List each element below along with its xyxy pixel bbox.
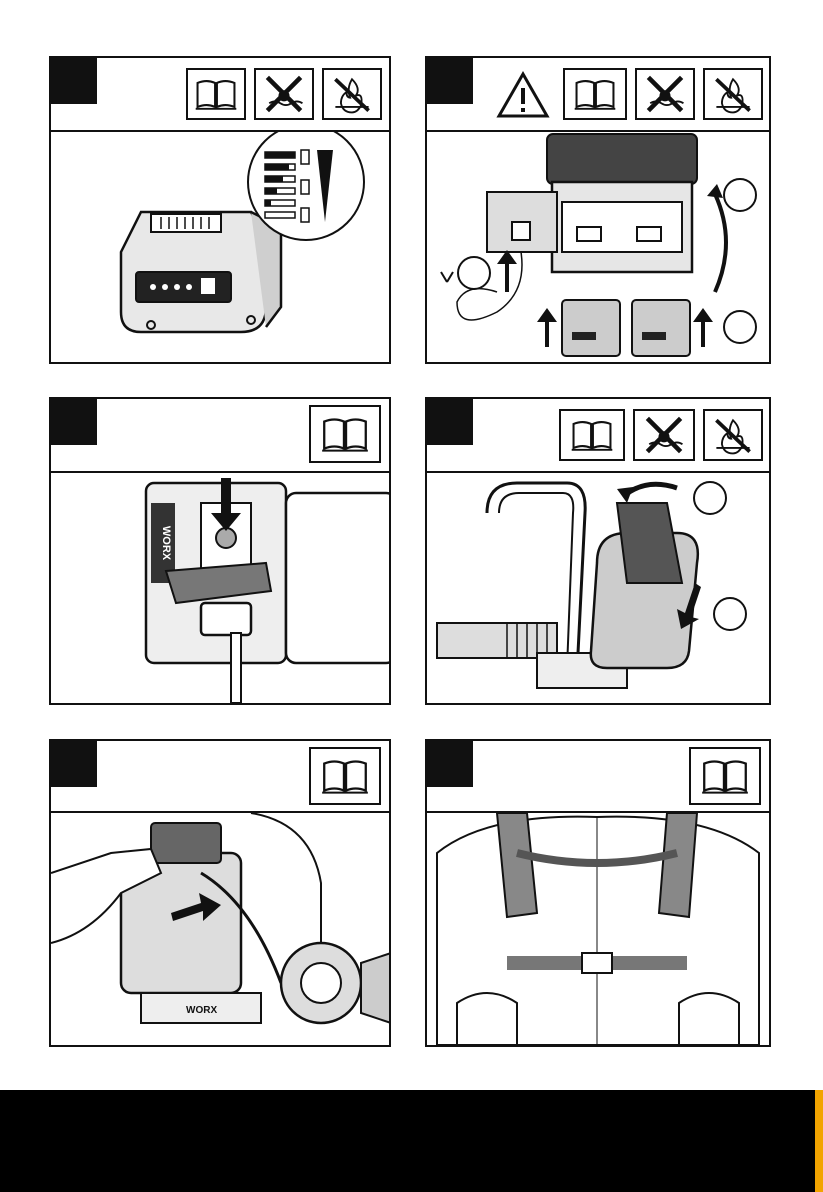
step-panel-4 [425,397,771,705]
callout-circle [693,481,727,515]
read-manual-icon [186,68,246,120]
arrow-up-icon [497,250,517,292]
do-not-expose-to-rain-icon [254,68,314,120]
rotate-arrow-icon [617,484,677,503]
hand-right [679,993,739,1045]
power-connector-illustration: WORX [51,473,389,703]
do-not-burn-icon [703,68,763,120]
panel-6-header [427,741,769,813]
battery-pack-left-drawing [562,300,620,356]
harness-straps-illustration [427,813,769,1045]
step-panel-3: WORX [49,397,391,705]
blower-tube-connect-illustration: WORX [51,813,389,1045]
arrow-up-icon [537,308,557,347]
arrow-up-icon [693,308,713,347]
panel-1-header [51,58,389,132]
hand-left [457,993,517,1045]
step-number-6 [427,741,473,787]
brand-logo: WORX [186,1005,217,1016]
panel-5-header [51,741,389,813]
battery-pack-drawing [121,212,281,332]
callout-circle [723,178,757,212]
step-panel-2 [425,56,771,364]
callout-circle [713,597,747,631]
step-number-1 [51,58,97,104]
footer-accent-edge [815,1090,823,1192]
step-number-2 [427,58,473,104]
read-manual-icon [309,405,381,463]
step-number-4 [427,399,473,445]
step-number-3 [51,399,97,445]
callout-circle [457,256,491,290]
read-manual-icon [563,68,627,120]
read-manual-icon [559,409,625,461]
warning-triangle-icon [495,68,551,120]
step-panel-1 [49,56,391,364]
svg-text:WORX: WORX [160,526,172,561]
panel-2-header [427,58,769,132]
callout-circle [723,310,757,344]
read-manual-icon [689,747,761,805]
charger-battery-insert-illustration [427,132,769,362]
footer-band [0,1090,823,1192]
panel-4-header [427,399,769,473]
panel-3-header [51,399,389,473]
battery-charge-level-illustration [51,132,389,362]
do-not-expose-to-rain-icon [633,409,695,461]
read-manual-icon [309,747,381,805]
do-not-burn-icon [703,409,763,461]
charge-indicator-zoom [248,132,364,240]
step-number-5 [51,741,97,787]
battery-mount-illustration [427,473,769,703]
step-panel-5: WORX [49,739,391,1047]
waist-strap [507,953,687,973]
step-panel-6 [425,739,771,1047]
do-not-expose-to-rain-icon [635,68,695,120]
dual-charger-drawing [441,134,697,320]
do-not-burn-icon [322,68,382,120]
battery-pack-right-drawing [632,300,690,356]
